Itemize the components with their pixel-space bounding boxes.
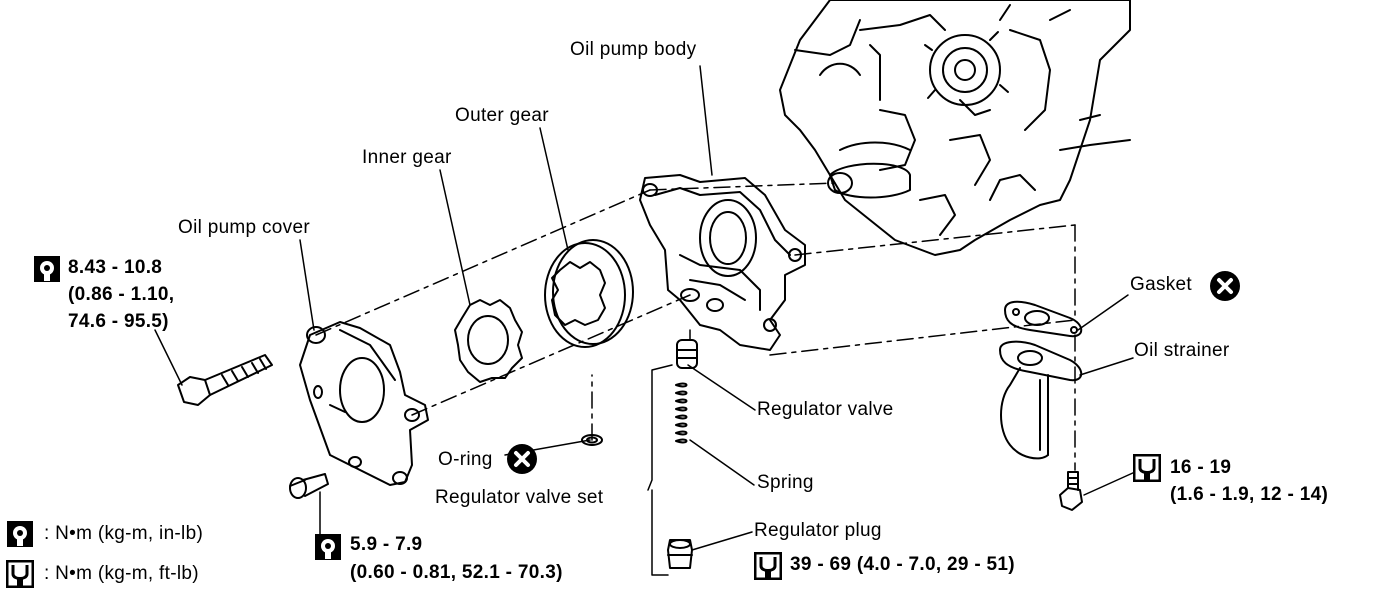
torque-cover-bolt-line2: (0.86 - 1.10, [68, 284, 175, 305]
strainer-bolt-shape [1059, 471, 1083, 511]
leader-lines [154, 65, 1136, 576]
regulator-valve-set-shapes [581, 339, 698, 569]
torque-regulator-plug-line1: 39 - 69 (4.0 - 7.0, 29 - 51) [790, 554, 1015, 575]
legend-ft-lb: : N•m (kg-m, ft-lb) [44, 563, 199, 584]
label-oil-strainer: Oil strainer [1134, 340, 1230, 361]
torque-wrench-in-lb-icon [34, 256, 60, 282]
torque-wrench-ft-lb-icon [6, 560, 34, 588]
torque-wrench-ft-lb-icon [754, 552, 782, 580]
torque-cover-screw-line1: 5.9 - 7.9 [350, 534, 423, 555]
torque-wrench-ft-lb-icon [1133, 454, 1161, 482]
cover-bolt-shape [177, 354, 273, 406]
label-regulator-plug: Regulator plug [754, 520, 882, 541]
do-not-reuse-icon [1210, 271, 1240, 301]
torque-cover-screw-line2: (0.60 - 0.81, 52.1 - 70.3) [350, 562, 563, 583]
oil-pump-cover-shape [299, 321, 429, 486]
label-inner-gear: Inner gear [362, 147, 452, 168]
torque-strainer-bolt-line2: (1.6 - 1.9, 12 - 14) [1170, 484, 1329, 505]
label-outer-gear: Outer gear [455, 105, 549, 126]
legend-in-lb: : N•m (kg-m, in-lb) [44, 523, 204, 544]
gasket-shape [1004, 300, 1083, 338]
label-o-ring: O-ring [438, 449, 493, 470]
torque-wrench-in-lb-icon [315, 534, 341, 560]
torque-cover-bolt-line3: 74.6 - 95.5) [68, 311, 169, 332]
cover-screw-shape [289, 473, 329, 499]
oil-pump-body-shape [639, 174, 806, 351]
torque-cover-bolt-line1: 8.43 - 10.8 [68, 257, 163, 278]
inner-gear-shape [454, 299, 523, 383]
alignment-lines [315, 182, 1076, 471]
do-not-reuse-icon [507, 444, 537, 474]
torque-wrench-in-lb-icon [7, 521, 33, 547]
label-spring: Spring [757, 472, 814, 493]
label-oil-pump-body: Oil pump body [570, 39, 697, 60]
torque-strainer-bolt-line1: 16 - 19 [1170, 457, 1232, 478]
label-regulator-valve: Regulator valve [757, 399, 894, 420]
engine-block [779, 0, 1131, 256]
label-regulator-valve-set: Regulator valve set [435, 487, 604, 508]
oil-strainer-shape [999, 340, 1083, 460]
label-gasket: Gasket [1130, 274, 1192, 295]
label-oil-pump-cover: Oil pump cover [178, 217, 310, 238]
outer-gear-shape [544, 239, 634, 348]
